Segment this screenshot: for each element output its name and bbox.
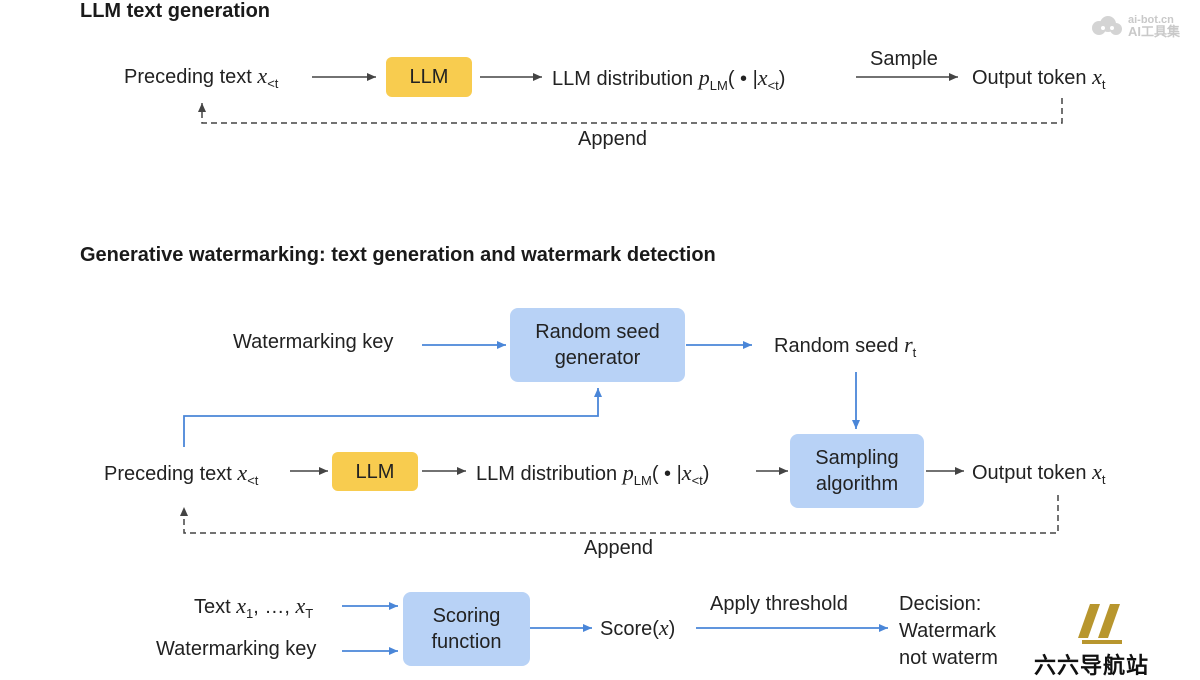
section2-title: Generative watermarking: text generation… — [80, 244, 716, 266]
random-seed-generator-box: Random seed generator — [510, 308, 685, 382]
cloud-icon — [1092, 16, 1122, 35]
s1-append-label: Append — [578, 128, 647, 150]
decision-not-watermarked: not waterm — [899, 647, 998, 669]
site-logo: 六六导航站 — [1030, 600, 1166, 678]
decision-title: Decision: — [899, 593, 982, 615]
s2-llm-box: LLM — [332, 452, 418, 491]
logo-text: 六六导航站 — [1034, 653, 1150, 678]
decision-block: Decision: Watermark not waterm — [899, 592, 1001, 670]
s2-preceding-text: Preceding text x<t — [104, 460, 259, 489]
s1-output-token: Output token xt — [972, 64, 1106, 93]
append-loop-s1 — [198, 98, 1063, 124]
s1-llm-box: LLM — [386, 57, 472, 97]
s2-append-label: Append — [584, 537, 653, 559]
s2-watermarking-key: Watermarking key — [233, 331, 394, 353]
random-seed-label: Random seed rt — [774, 332, 917, 361]
arrow-text-to-rsg — [183, 388, 602, 447]
s1-llm-distribution: LLM distribution pLM( • |x<t) — [552, 65, 786, 94]
detection-text-input: Text x1, …, xT — [194, 593, 314, 622]
s2-llm-distribution: LLM distribution pLM( • |x<t) — [476, 460, 710, 489]
watermark-name: AI工具集 — [1128, 24, 1181, 39]
detection-watermarking-key: Watermarking key — [156, 638, 317, 660]
append-loop-s2 — [180, 495, 1059, 534]
s1-preceding-text: Preceding text x<t — [124, 63, 279, 92]
decision-watermarked: Watermark — [899, 620, 997, 642]
ai-bot-watermark: ai-bot.cn AI工具集 — [1090, 14, 1180, 38]
watermark-url: ai-bot.cn — [1128, 14, 1174, 26]
apply-threshold-label: Apply threshold — [710, 593, 848, 615]
section1-title: LLM text generation — [80, 0, 271, 22]
s2-output-token: Output token xt — [972, 459, 1106, 488]
s1-sample-label: Sample — [870, 48, 938, 70]
scoring-function-box: Scoring function — [403, 592, 530, 666]
ll-logo-icon — [1078, 604, 1122, 644]
score-label: Score(x) — [600, 615, 676, 641]
sampling-algorithm-box: Sampling algorithm — [790, 434, 924, 508]
